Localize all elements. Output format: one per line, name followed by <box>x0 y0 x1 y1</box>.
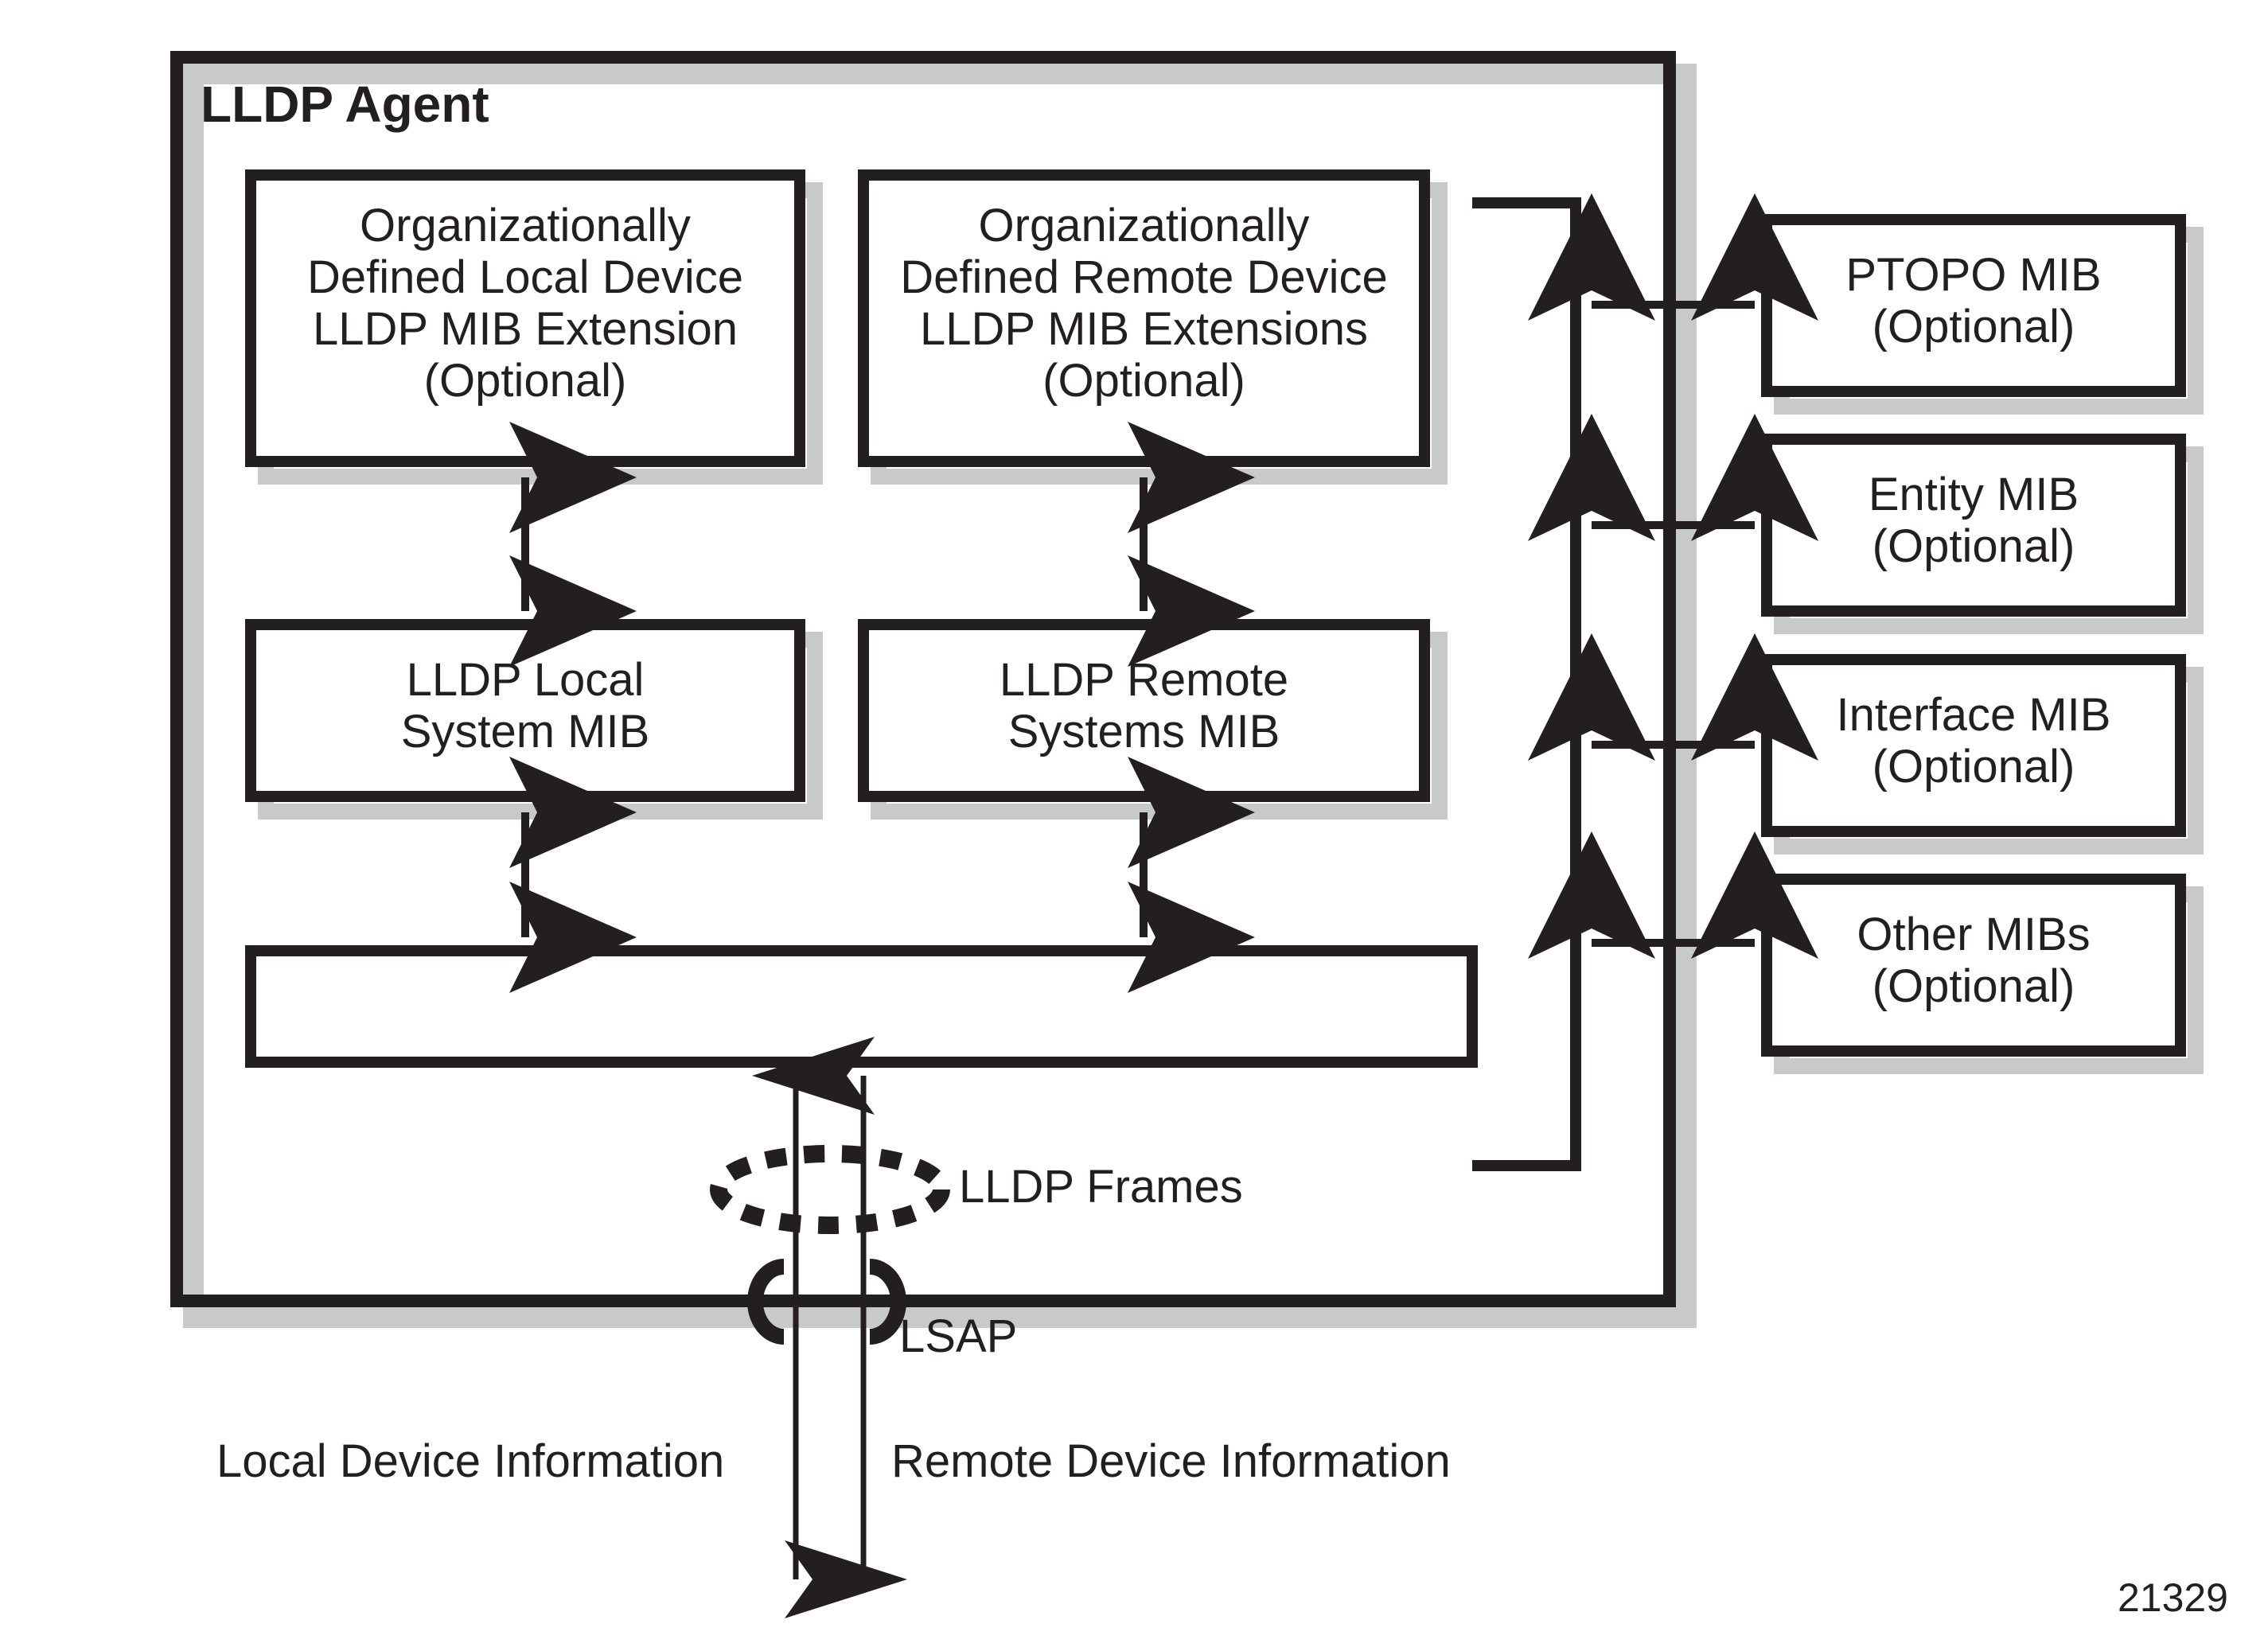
remote-device-information-label: Remote Device Information <box>891 1435 1451 1487</box>
lldp-frame-bus-bar <box>245 945 1478 1068</box>
box-interface-mib <box>1761 654 2186 837</box>
box-label-interface-mib: Interface MIB (Optional) <box>1836 689 2111 792</box>
box-label-lldp-remote-mib: LLDP Remote Systems MIB <box>999 654 1289 757</box>
lldp-frames-ellipse <box>710 1145 950 1234</box>
box-label-lldp-local-mib: LLDP Local System MIB <box>400 654 650 757</box>
local-device-information-label: Local Device Information <box>216 1435 725 1487</box>
box-label-other-mibs: Other MIBs (Optional) <box>1857 909 2091 1012</box>
box-label-org-remote-ext: Organizationally Defined Remote Device L… <box>900 200 1388 407</box>
mib-connector-channel <box>1472 197 1581 1171</box>
box-label-ptopo-mib: PTOPO MIB (Optional) <box>1845 249 2102 352</box>
box-label-org-local-ext: Organizationally Defined Local Device LL… <box>306 200 744 407</box>
page-title: LLDP Agent <box>201 76 489 133</box>
box-other-mibs <box>1761 874 2186 1057</box>
box-ptopo-mib <box>1761 214 2186 397</box>
lsap-arc-right <box>869 1259 906 1345</box>
box-entity-mib <box>1761 434 2186 617</box>
figure-number: 21329 <box>2117 1575 2228 1620</box>
box-org-remote-ext <box>858 169 1430 467</box>
lldp-frames-label: LLDP Frames <box>959 1161 1243 1213</box>
lsap-arc-left <box>747 1259 785 1345</box>
lsap-label: LSAP <box>899 1310 1018 1362</box>
box-label-entity-mib: Entity MIB (Optional) <box>1868 469 2079 572</box>
